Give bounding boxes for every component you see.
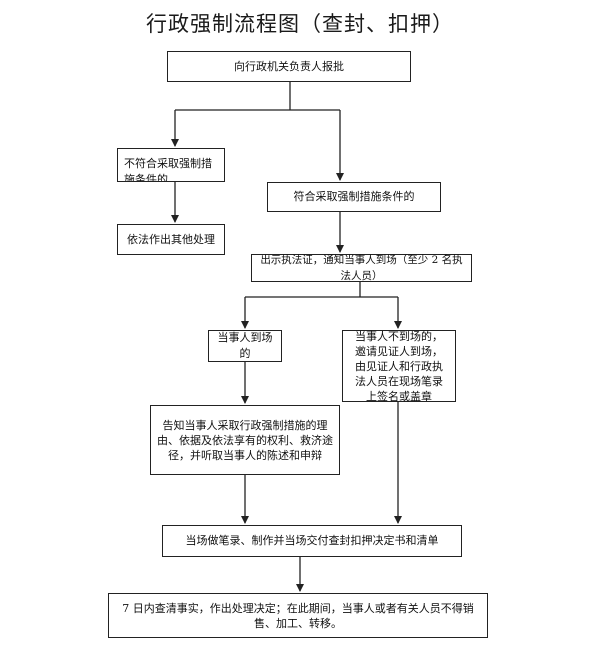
final-box: 7 日内查清事实，作出处理决定；在此期间，当事人或者有关人员不得销售、加工、转移… — [108, 593, 488, 638]
present-box: 当事人到场的 — [208, 330, 282, 362]
not-meet-label: 不符合采取强制措施条件的 — [124, 157, 212, 182]
record-box: 当场做笔录、制作并当场交付查封扣押决定书和清单 — [162, 525, 462, 557]
inform-label: 告知当事人采取行政强制措施的理由、依据及依法享有的权利、救济途径，并听取当事人的… — [157, 418, 333, 462]
report-box: 向行政机关负责人报批 — [167, 51, 411, 82]
other-label: 依法作出其他处理 — [127, 232, 215, 246]
other-box: 依法作出其他处理 — [117, 224, 225, 255]
absent-label: 当事人不到场的，邀请见证人到场，由见证人和行政执法人员在现场笔录上签名或盖章 — [355, 329, 443, 403]
show-cert-label: 出示执法证，通知当事人到场（至少 2 名执法人员） — [260, 254, 463, 282]
record-label: 当场做笔录、制作并当场交付查封扣押决定书和清单 — [185, 534, 439, 547]
absent-box: 当事人不到场的，邀请见证人到场，由见证人和行政执法人员在现场笔录上签名或盖章 — [342, 329, 456, 403]
not-meet-box: 不符合采取强制措施条件的 — [117, 148, 225, 182]
page-title: 行政强制流程图（查封、扣押） — [146, 12, 454, 36]
final-label: 7 日内查清事实，作出处理决定；在此期间，当事人或者有关人员不得销售、加工、转移… — [122, 601, 474, 630]
meet-label: 符合采取强制措施条件的 — [293, 190, 415, 203]
inform-box: 告知当事人采取行政强制措施的理由、依据及依法享有的权利、救济途径，并听取当事人的… — [150, 405, 340, 475]
meet-box: 符合采取强制措施条件的 — [267, 182, 441, 212]
report-label: 向行政机关负责人报批 — [234, 59, 344, 73]
present-label: 当事人到场的 — [217, 331, 273, 360]
show-cert-box: 出示执法证，通知当事人到场（至少 2 名执法人员） — [251, 254, 472, 282]
